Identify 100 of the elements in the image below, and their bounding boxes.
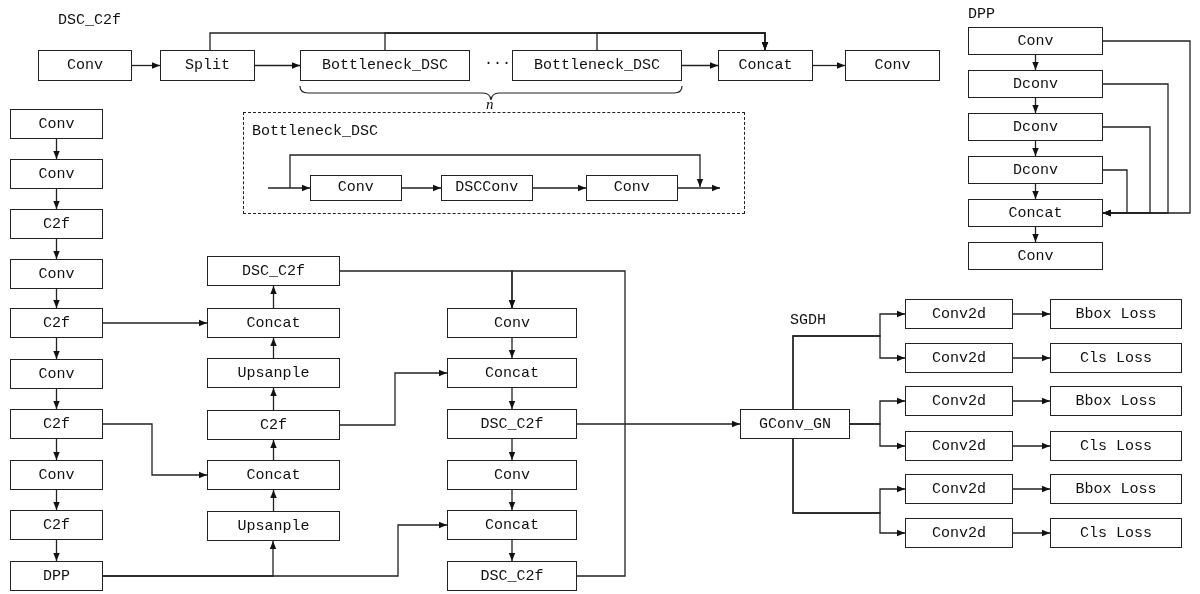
process-box <box>1050 431 1182 461</box>
box-label: Concat <box>246 466 301 484</box>
arrow <box>1102 126 1151 217</box>
arrow <box>1102 40 1191 217</box>
process-box <box>207 511 340 541</box>
box-label: Conv <box>613 179 650 197</box>
process-box <box>905 431 1013 461</box>
box-label: Conv <box>874 57 911 74</box>
box-label: Bbox Loss <box>1075 392 1157 410</box>
process-box <box>968 113 1103 141</box>
process-box <box>905 518 1013 548</box>
process-box <box>447 510 577 540</box>
arrow <box>1102 169 1128 217</box>
arrow <box>532 184 587 192</box>
process-box <box>905 299 1013 329</box>
box-label: Conv <box>38 265 75 283</box>
process-box <box>585 174 678 201</box>
process-box <box>10 510 103 540</box>
box-label: C2f <box>43 314 70 332</box>
arrow <box>53 238 60 260</box>
box-label: C2f <box>43 516 70 534</box>
arrow <box>53 337 60 360</box>
arrow <box>508 489 516 511</box>
process-box <box>968 27 1103 55</box>
section-title: DSC_C2f <box>58 12 121 29</box>
box-label: Concat <box>246 314 301 332</box>
process-box <box>10 159 103 189</box>
arrow <box>102 319 208 327</box>
arrow <box>508 539 516 562</box>
process-box <box>160 50 255 81</box>
arrow <box>267 184 311 192</box>
section-title: DPP <box>968 6 995 23</box>
arrow <box>1012 529 1051 537</box>
box-label: Dconv <box>1013 118 1058 136</box>
arrow <box>53 489 60 511</box>
box-label: Bottleneck_DSC <box>322 57 448 74</box>
process-box <box>440 174 533 201</box>
box-label: Conv <box>494 314 530 332</box>
box-label: Upsanple <box>237 517 310 535</box>
ellipsis: ··· <box>484 55 511 72</box>
process-box <box>207 308 340 338</box>
process-box <box>1050 343 1182 373</box>
group-frame <box>243 112 745 214</box>
process-box <box>1050 474 1182 504</box>
box-label: Upsanple <box>237 364 310 382</box>
arrow <box>339 369 448 426</box>
box-label: DPP <box>43 567 70 585</box>
process-box <box>10 259 103 289</box>
process-box <box>447 460 577 490</box>
box-label: Conv <box>38 466 75 484</box>
arrow <box>812 62 846 69</box>
arrow <box>1012 442 1051 450</box>
arrow <box>792 438 906 537</box>
box-label: Split <box>185 57 230 74</box>
process-box <box>447 561 577 591</box>
box-label: Concat <box>738 57 793 74</box>
arrow <box>270 285 277 309</box>
box-label: DSC_C2f <box>480 567 544 585</box>
arrow <box>270 489 277 512</box>
arrow <box>576 420 741 428</box>
box-label: Cls Loss <box>1080 524 1152 542</box>
box-label: Bbox Loss <box>1075 305 1157 323</box>
process-box <box>10 460 103 490</box>
process-box <box>968 70 1103 98</box>
arrow <box>53 138 60 160</box>
box-label: C2f <box>43 215 70 233</box>
process-box <box>10 209 103 239</box>
process-box <box>447 358 577 388</box>
process-box <box>845 50 940 81</box>
arrow <box>849 423 906 450</box>
box-label: Conv <box>337 179 374 197</box>
process-box <box>10 409 103 439</box>
arrow <box>1012 310 1051 318</box>
box-label: Conv <box>38 165 75 183</box>
arrow <box>508 387 516 410</box>
arrow <box>1032 183 1039 200</box>
box-label: Cls Loss <box>1080 437 1152 455</box>
arrow <box>270 387 277 411</box>
process-box <box>10 359 103 389</box>
process-box <box>905 386 1013 416</box>
process-box <box>38 50 132 81</box>
repeat-count-label: n <box>486 96 494 113</box>
process-box <box>10 308 103 338</box>
arrow <box>53 188 60 210</box>
arrow <box>677 184 721 192</box>
group-title: Bottleneck_DSC <box>252 123 379 140</box>
arrow <box>508 270 626 577</box>
box-label: Bbox Loss <box>1075 480 1157 498</box>
process-box <box>1050 299 1182 329</box>
box-label: DSCConv <box>455 179 519 197</box>
process-box <box>905 474 1013 504</box>
arrow <box>53 388 60 410</box>
box-label: Conv2d <box>932 480 986 498</box>
arrow <box>102 423 208 479</box>
arrow <box>1032 54 1039 71</box>
arrow <box>1012 485 1051 493</box>
box-label: Conv2d <box>932 437 986 455</box>
process-box <box>718 50 813 81</box>
process-box <box>1050 386 1182 416</box>
arrow <box>596 32 769 51</box>
